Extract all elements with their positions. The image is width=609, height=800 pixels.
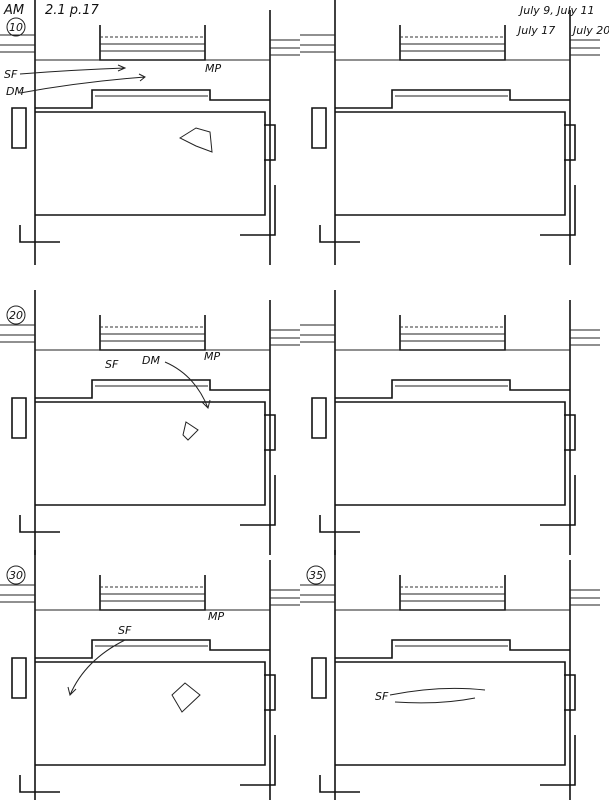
stage-edge xyxy=(35,639,270,659)
stage-edge xyxy=(35,379,270,399)
shelf-lines xyxy=(400,593,505,602)
prop-shape xyxy=(178,127,213,153)
left-corner-bracket xyxy=(19,225,60,243)
right-entrance-lines xyxy=(270,329,300,346)
actor-label-mp: MP xyxy=(205,62,221,75)
main-floor xyxy=(335,111,566,216)
right-corner-bracket xyxy=(540,185,576,236)
right-entrance-lines xyxy=(270,39,300,56)
upper-shelf xyxy=(99,25,206,61)
left-entrance-lines xyxy=(0,584,35,603)
main-floor xyxy=(335,401,566,506)
actor-label-sf: SF xyxy=(105,358,119,371)
dates-line-2a: July 17 xyxy=(516,24,555,37)
time-label: 30 xyxy=(9,569,23,582)
time-circle xyxy=(6,305,26,325)
right-speaker xyxy=(564,674,576,711)
left-entrance-lines xyxy=(300,584,335,603)
stage-plan-panel xyxy=(300,0,600,265)
main-floor xyxy=(335,661,566,766)
movement-path-sf xyxy=(389,687,486,704)
movement-arrow-dm xyxy=(164,361,211,409)
shelf-lines xyxy=(100,333,205,342)
actor-label-dm: DM xyxy=(6,85,24,98)
prop-shape xyxy=(171,682,201,713)
left-speaker xyxy=(11,397,27,439)
left-speaker xyxy=(11,657,27,699)
actor-label-sf: SF xyxy=(4,68,18,81)
right-corner-bracket xyxy=(540,475,576,526)
time-circle xyxy=(6,565,26,585)
left-corner-bracket xyxy=(19,515,60,533)
left-corner-bracket xyxy=(319,225,360,243)
stage-edge xyxy=(335,379,570,399)
right-speaker xyxy=(564,124,576,161)
upper-shelf xyxy=(99,575,206,611)
main-floor xyxy=(35,661,266,766)
upper-shelf xyxy=(399,315,506,351)
left-entrance-lines xyxy=(300,324,335,343)
left-speaker xyxy=(311,657,327,699)
right-entrance-lines xyxy=(270,589,300,606)
shelf-lines xyxy=(400,43,505,52)
left-entrance-lines xyxy=(0,34,35,53)
upper-shelf xyxy=(399,575,506,611)
stage-edge xyxy=(35,89,270,109)
time-label: 35 xyxy=(309,569,323,582)
right-entrance-lines xyxy=(570,589,600,606)
right-speaker xyxy=(264,124,276,161)
right-corner-bracket xyxy=(240,735,276,786)
left-speaker xyxy=(311,107,327,149)
actor-label-sf: SF xyxy=(375,690,389,703)
reference-label: 2.1 p.17 xyxy=(45,3,99,18)
right-corner-bracket xyxy=(240,475,276,526)
right-entrance-lines xyxy=(570,39,600,56)
right-speaker xyxy=(264,414,276,451)
right-speaker xyxy=(264,674,276,711)
left-entrance-lines xyxy=(0,324,35,343)
right-speaker xyxy=(564,414,576,451)
upper-shelf xyxy=(399,25,506,61)
upper-shelf xyxy=(99,315,206,351)
left-speaker xyxy=(11,107,27,149)
actor-label-dm: DM xyxy=(142,354,160,367)
shelf-lines xyxy=(100,43,205,52)
prop-shape xyxy=(182,421,199,441)
time-circle xyxy=(306,565,326,585)
time-circle xyxy=(6,17,26,37)
left-corner-bracket xyxy=(319,775,360,793)
time-label: 20 xyxy=(9,309,23,322)
right-corner-bracket xyxy=(240,185,276,236)
left-corner-bracket xyxy=(19,775,60,793)
shelf-lines xyxy=(400,333,505,342)
left-corner-bracket xyxy=(319,515,360,533)
actor-label-mp: MP xyxy=(204,350,220,363)
shelf-lines xyxy=(100,593,205,602)
dates-line-1: July 9, July 11 xyxy=(518,4,595,17)
time-label: 10 xyxy=(9,21,23,34)
right-entrance-lines xyxy=(570,329,600,346)
actor-label-mp: MP xyxy=(208,610,224,623)
stage-edge xyxy=(335,639,570,659)
right-corner-bracket xyxy=(540,735,576,786)
actor-label-sf: SF xyxy=(118,624,132,637)
session-label: AM xyxy=(3,3,24,18)
movement-arrow-dm xyxy=(19,73,146,94)
dates-line-2b: July 20 xyxy=(571,24,609,37)
movement-arrow-sf xyxy=(19,64,127,75)
main-floor xyxy=(35,401,266,506)
left-entrance-lines xyxy=(300,34,335,53)
stage-edge xyxy=(335,89,570,109)
stage-plan-panel xyxy=(300,290,600,555)
movement-arrow-sf xyxy=(67,639,126,696)
left-speaker xyxy=(311,397,327,439)
main-floor xyxy=(35,111,266,216)
